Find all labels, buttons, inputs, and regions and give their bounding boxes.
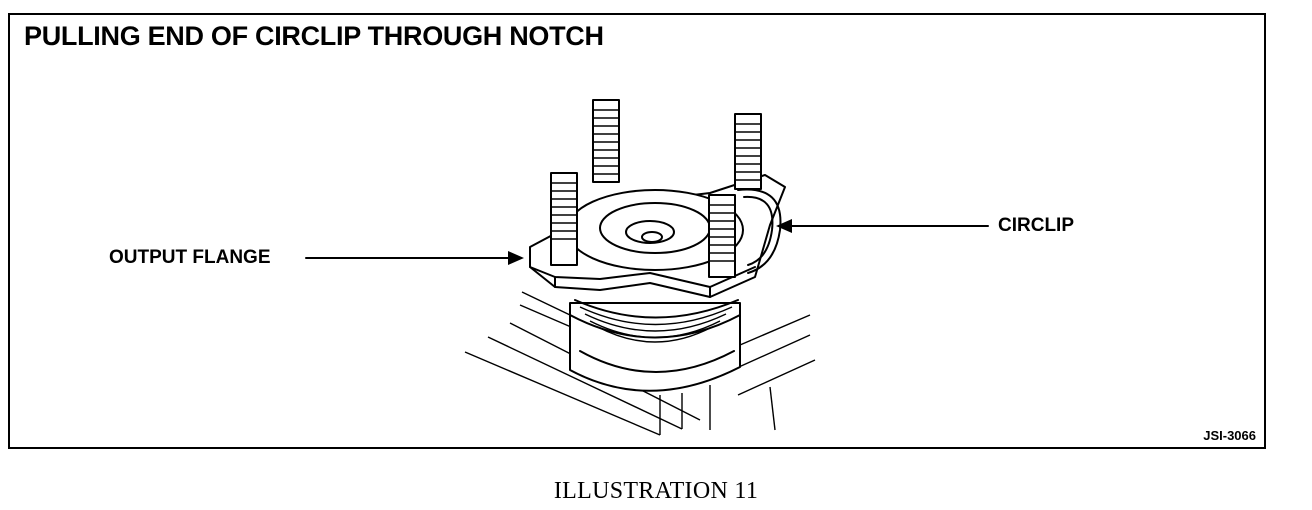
figure-frame: PULLING END OF CIRCLIP THROUGH NOTCH [8,13,1266,449]
flange-studs [550,99,762,278]
output-flange-arrow [305,251,524,265]
output-flange-label: OUTPUT FLANGE [109,247,271,268]
flange-hub [566,189,744,271]
circlip-ring [737,188,782,274]
stud-back-left [592,99,620,183]
figure-code: JSI-3066 [1203,428,1256,443]
circlip-label: CIRCLIP [998,215,1074,236]
illustration-caption: ILLUSTRATION 11 [553,478,759,504]
figure-title: PULLING END OF CIRCLIP THROUGH NOTCH [24,21,604,51]
bearing-housing [569,299,741,392]
stud-back-right [734,113,762,190]
circlip-arrow [776,219,989,233]
stud-front-left [550,172,578,266]
stud-front-right [708,194,736,278]
output-flange-drawing [305,99,989,436]
